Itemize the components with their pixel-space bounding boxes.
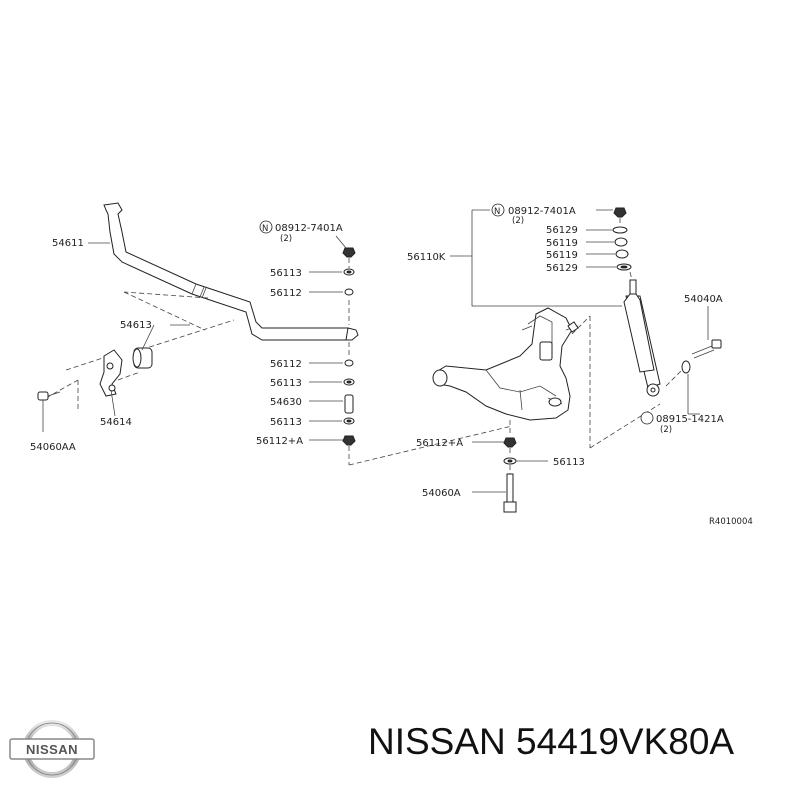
label-clamp: 54614 [100, 417, 132, 428]
label-56112-plus-right: 56112+A [416, 438, 463, 449]
svg-text:N: N [262, 224, 268, 234]
label-56129-a: 56129 [546, 225, 578, 236]
clamp-bolt [37, 391, 61, 432]
svg-text:NISSAN: NISSAN [26, 742, 78, 757]
label-56129-b: 56129 [546, 263, 578, 274]
stabilizer-bar [103, 202, 359, 341]
circled-n-icon-right: N [491, 203, 505, 217]
shock-hardware-stack [612, 207, 632, 271]
label-nut-right: 08912-7401A [508, 206, 576, 217]
reference-code: R4010004 [709, 517, 753, 527]
circled-n-icon: N [259, 220, 273, 234]
label-56113-c: 56113 [270, 417, 302, 428]
label-nut-right-qty: (2) [512, 216, 524, 226]
label-56112-plus: 56112+A [256, 436, 303, 447]
label-lower-bolt: 54060A [422, 488, 461, 499]
svg-text:N: N [494, 207, 500, 217]
label-56113-b: 56113 [270, 378, 302, 389]
lower-control-arm [432, 307, 579, 421]
label-clamp-bolt: 54060AA [30, 442, 76, 453]
label-shock-absorber: 56110K [407, 252, 446, 263]
label-washer-qty: (2) [660, 425, 672, 435]
label-nut-left: 08912-7401A [275, 223, 343, 234]
label-washer: 08915-1421A [656, 414, 724, 425]
shock-bolt [691, 339, 722, 359]
label-56112-a: 56112 [270, 288, 302, 299]
label-shock-bolt: 54040A [684, 294, 723, 305]
shock-washer [681, 360, 691, 374]
clamp-bracket [99, 349, 123, 397]
label-56112-b: 56112 [270, 359, 302, 370]
bushing [132, 347, 153, 369]
shock-absorber [623, 279, 661, 397]
label-54630: 54630 [270, 397, 302, 408]
circled-v-icon [640, 411, 654, 425]
label-56119-b: 56119 [546, 250, 578, 261]
link-hardware-stack [342, 247, 356, 446]
label-56113-right: 56113 [553, 457, 585, 468]
nissan-logo: NISSAN [9, 720, 95, 778]
label-56113-a: 56113 [270, 268, 302, 279]
label-bushing: 54613 [120, 320, 152, 331]
label-stabilizer-bar: 54611 [52, 238, 84, 249]
label-nut-left-qty: (2) [280, 234, 292, 244]
part-number-title: NISSAN 54419VK80A [368, 721, 735, 762]
label-56119-a: 56119 [546, 238, 578, 249]
lower-arm-bolt-stack [503, 437, 517, 513]
